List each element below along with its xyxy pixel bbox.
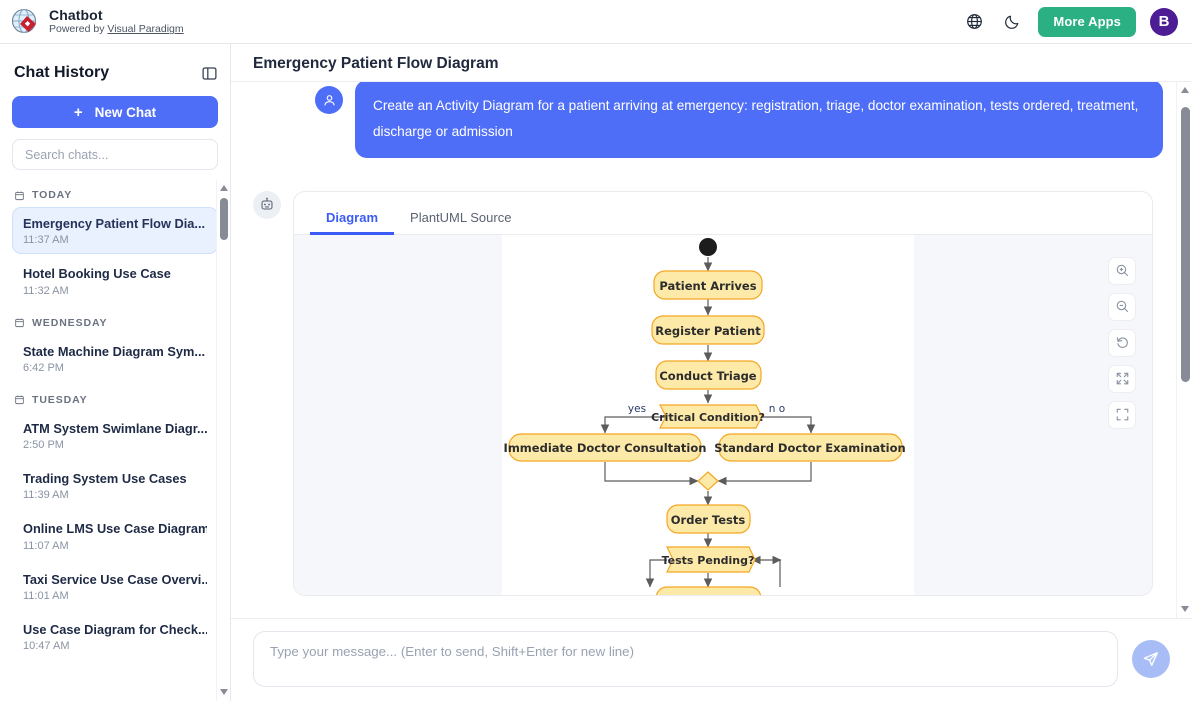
chat-list-item[interactable]: Emergency Patient Flow Dia... 11:37 AM — [12, 207, 218, 255]
svg-text:Order Tests: Order Tests — [671, 513, 746, 527]
conversation-scroll-thumb[interactable] — [1181, 107, 1190, 382]
header-actions: More Apps B — [962, 6, 1178, 37]
chat-list-item[interactable]: Taxi Service Use Case Overvi... 11:01 AM — [12, 563, 218, 610]
message-input[interactable] — [253, 631, 1118, 687]
conversation-area: Create an Activity Diagram for a patient… — [231, 82, 1192, 618]
chat-item-title: ATM System Swimlane Diagr... — [23, 420, 207, 436]
brand-title: Chatbot — [49, 6, 103, 23]
chat-item-time: 11:01 AM — [23, 589, 69, 602]
calendar-icon — [14, 190, 25, 201]
svg-text:Immediate Doctor Consultation: Immediate Doctor Consultation — [504, 441, 707, 455]
conv-scroll-down-arrow-icon[interactable] — [1180, 606, 1190, 613]
scroll-up-arrow-icon[interactable] — [220, 185, 229, 192]
chat-group-label: TODAY — [12, 180, 218, 207]
svg-text:n o: n o — [769, 403, 785, 415]
group-label-text: WEDNESDAY — [32, 316, 108, 329]
fit-screen-icon[interactable] — [1108, 364, 1136, 393]
tab-diagram[interactable]: Diagram — [310, 204, 395, 235]
app-body: Chat History + New Chat TODAY Emergency P… — [0, 44, 1192, 701]
moon-icon[interactable] — [1000, 10, 1024, 34]
chat-list-item[interactable]: Online LMS Use Case Diagram 11:07 AM — [12, 512, 218, 559]
chat-list-item[interactable]: Use Case Diagram for Check... 10:47 AM — [12, 613, 218, 660]
chat-group-label: TUESDAY — [12, 385, 218, 412]
page-title: Emergency Patient Flow Diagram — [253, 54, 499, 72]
zoom-in-icon[interactable] — [1108, 256, 1136, 285]
svg-text:Patient Arrives: Patient Arrives — [659, 279, 756, 293]
chat-list-item[interactable]: Trading System Use Cases 11:39 AM — [12, 462, 218, 509]
globe-diamond-logo-icon — [10, 7, 40, 37]
chat-list-item[interactable]: Hotel Booking Use Case 11:32 AM — [12, 257, 218, 304]
svg-text:Standard Doctor Examination: Standard Doctor Examination — [714, 441, 905, 455]
calendar-icon — [14, 317, 25, 328]
svg-text:yes: yes — [628, 403, 646, 415]
chat-item-time: 11:37 AM — [23, 234, 69, 247]
sidebar-header: Chat History — [0, 54, 230, 92]
avatar[interactable]: B — [1150, 7, 1178, 36]
chat-item-title: Emergency Patient Flow Dia... — [23, 216, 206, 231]
user-icon — [315, 86, 343, 114]
chat-item-time: 2:50 PM — [23, 439, 64, 452]
chat-item-time: 11:32 AM — [23, 284, 69, 297]
plus-icon: + — [73, 103, 83, 121]
main-panel: Emergency Patient Flow Diagram Create an… — [231, 44, 1192, 701]
message-bot: Diagram PlantUML Source — [253, 190, 1170, 596]
diagram-card: Diagram PlantUML Source — [293, 190, 1153, 596]
panel-toggle-icon[interactable] — [201, 65, 218, 82]
svg-text:Tests Pending?: Tests Pending? — [662, 554, 755, 567]
chat-item-title: Taxi Service Use Case Overvi... — [23, 571, 207, 587]
new-chat-label: New Chat — [94, 104, 157, 120]
zoom-out-icon[interactable] — [1108, 292, 1136, 321]
reset-icon[interactable] — [1108, 328, 1136, 357]
composer — [231, 618, 1192, 701]
sidebar-scrollbar[interactable] — [216, 180, 230, 701]
group-label-text: TUESDAY — [32, 393, 88, 406]
chat-list-item[interactable]: ATM System Swimlane Diagr... 2:50 PM — [12, 412, 218, 459]
main-header: Emergency Patient Flow Diagram — [231, 44, 1192, 82]
chat-item-title: Hotel Booking Use Case — [23, 266, 171, 282]
search-input[interactable] — [12, 139, 218, 170]
svg-text:Register Patient: Register Patient — [655, 324, 761, 338]
sidebar-title: Chat History — [14, 64, 110, 81]
brand-subtitle: Powered by Visual Paradigm — [49, 24, 184, 35]
user-message-bubble: Create an Activity Diagram for a patient… — [355, 82, 1163, 158]
globe-icon[interactable] — [962, 10, 986, 34]
scroll-down-arrow-icon[interactable] — [220, 689, 229, 696]
chat-item-title: State Machine Diagram Sym... — [23, 343, 206, 359]
chat-item-title: Online LMS Use Case Diagram — [23, 521, 207, 537]
robot-icon — [253, 190, 281, 219]
powered-by-text: Powered by — [49, 23, 105, 36]
chat-history-list: TODAY Emergency Patient Flow Dia... 11:37 … — [0, 180, 230, 701]
send-button[interactable] — [1132, 640, 1170, 678]
calendar-icon — [14, 394, 25, 405]
chat-item-title: Trading System Use Cases — [23, 471, 187, 487]
chat-item-time: 11:07 AM — [23, 539, 69, 552]
chat-list-item[interactable]: State Machine Diagram Sym... 6:42 PM — [12, 335, 218, 382]
activity-diagram-graphic: Patient Arrives Register Patient Conduct… — [504, 237, 906, 595]
app-header: Chatbot Powered by Visual Paradigm — [0, 0, 1192, 44]
chat-item-time: 11:39 AM — [23, 489, 69, 502]
conversation-scrollbar[interactable] — [1176, 82, 1192, 618]
svg-text:Conduct Triage: Conduct Triage — [659, 369, 756, 383]
chat-group-label: WEDNESDAY — [12, 308, 218, 335]
brand: Chatbot Powered by Visual Paradigm — [10, 7, 184, 37]
chat-item-time: 10:47 AM — [23, 640, 70, 653]
group-label-text: TODAY — [32, 189, 73, 201]
conversation-inner: Create an Activity Diagram for a patient… — [231, 82, 1192, 596]
fullscreen-icon[interactable] — [1108, 400, 1136, 429]
diagram-toolbar — [1108, 256, 1136, 429]
new-chat-button[interactable]: + New Chat — [12, 96, 218, 128]
sidebar-controls: + New Chat — [0, 92, 230, 180]
sidebar-scroll-thumb[interactable] — [220, 198, 228, 240]
svg-text:Critical Condition?: Critical Condition? — [651, 411, 765, 424]
chat-item-time: 6:42 PM — [23, 361, 64, 374]
visual-paradigm-link[interactable]: Visual Paradigm — [107, 23, 184, 36]
conv-scroll-up-arrow-icon[interactable] — [1180, 87, 1190, 94]
chat-item-title: Use Case Diagram for Check... — [23, 621, 207, 637]
diagram-tabs: Diagram PlantUML Source — [294, 192, 1152, 235]
message-user: Create an Activity Diagram for a patient… — [253, 82, 1170, 158]
more-apps-button[interactable]: More Apps — [1038, 6, 1136, 37]
diagram-viewport[interactable]: Patient Arrives Register Patient Conduct… — [294, 234, 1152, 595]
sidebar: Chat History + New Chat TODAY Emergency P… — [0, 44, 231, 701]
tab-plantuml-source[interactable]: PlantUML Source — [394, 204, 527, 234]
